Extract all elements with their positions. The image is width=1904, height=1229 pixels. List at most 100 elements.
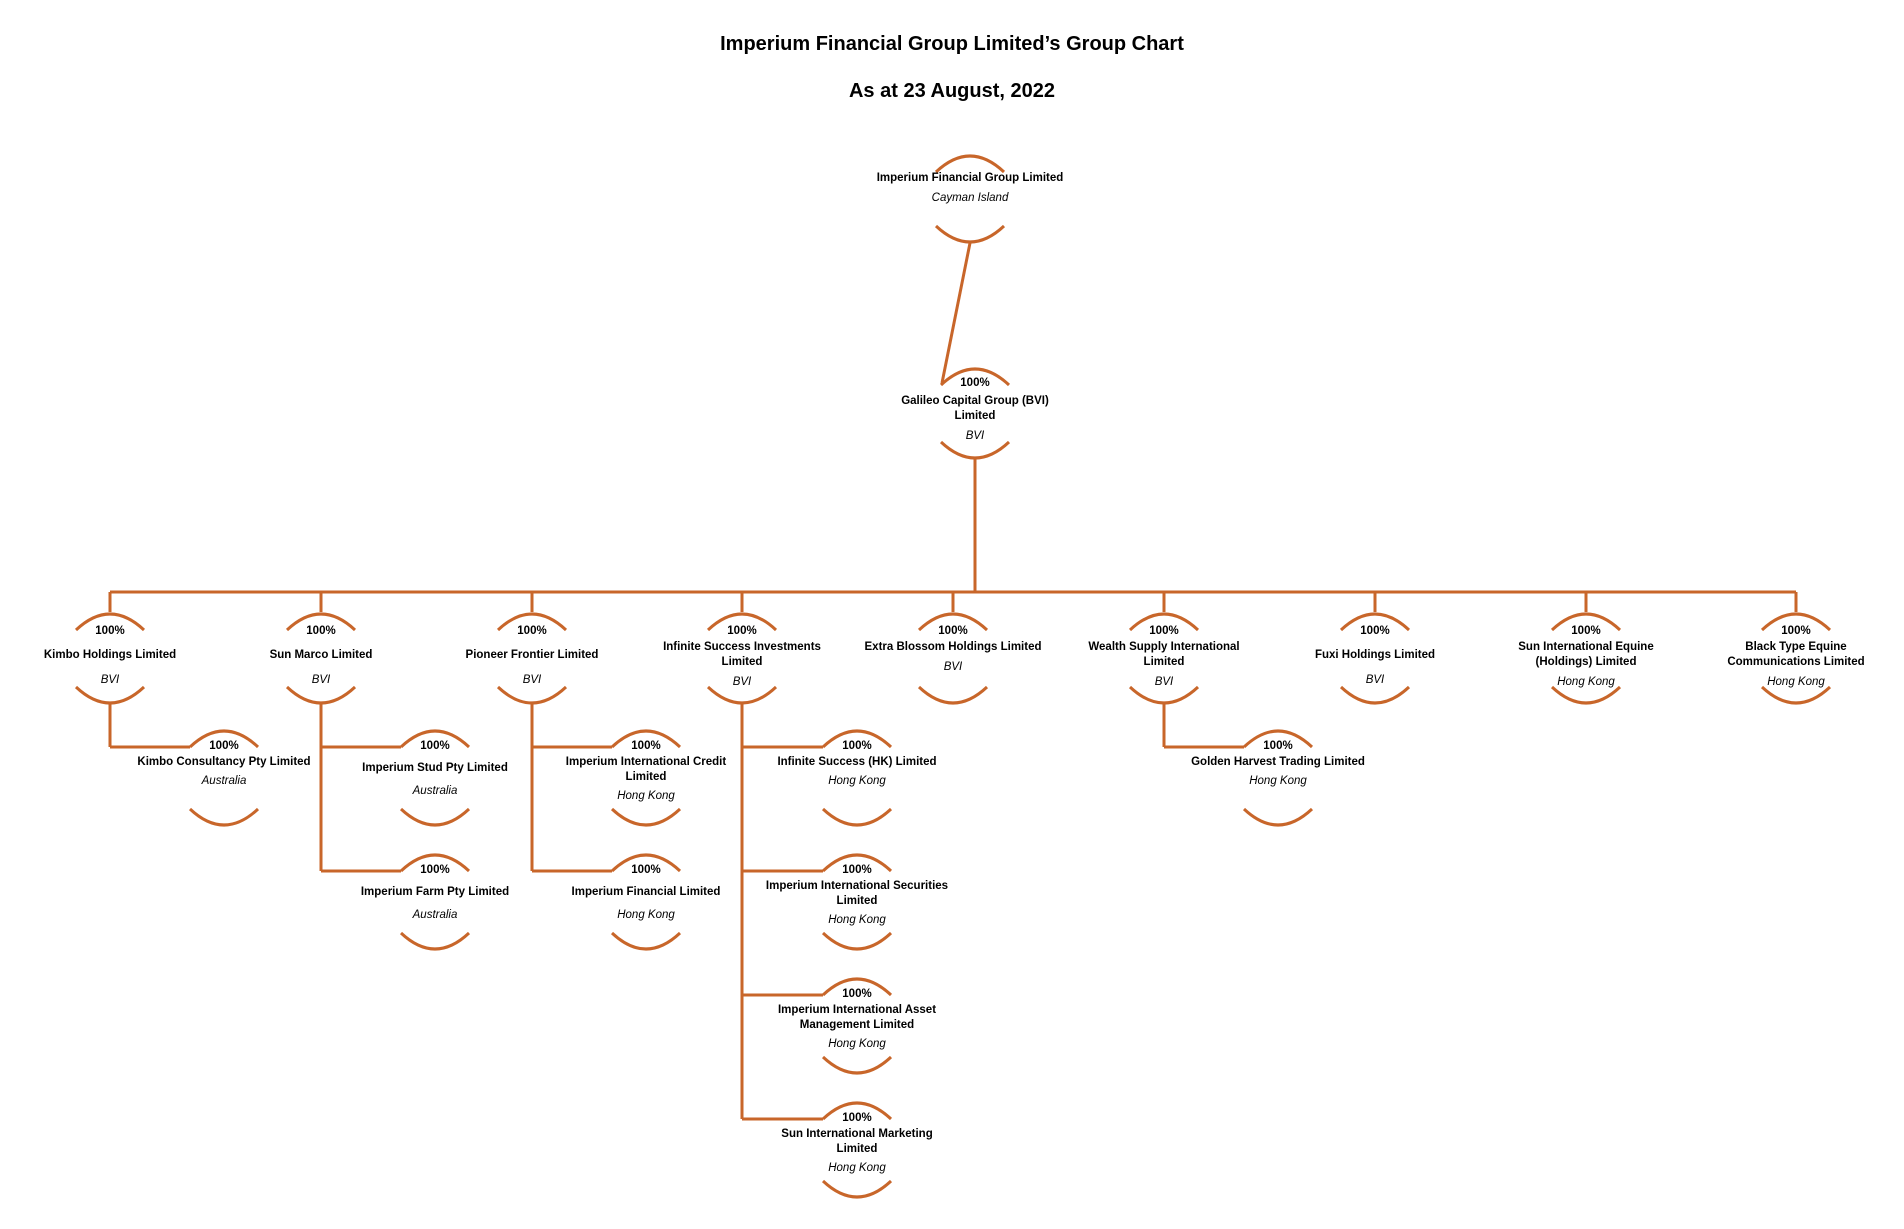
chart-title: Imperium Financial Group Limited’s Group… — [720, 33, 1184, 55]
ownership-percent: 100% — [842, 864, 872, 876]
node-top-arc — [1760, 612, 1832, 632]
ownership-percent: 100% — [842, 988, 872, 1000]
node-bottom-arc — [917, 685, 989, 705]
entity-name: Kimbo Holdings Limited — [43, 649, 177, 661]
connector-root-holding — [940, 242, 972, 384]
node-bottom-arc — [821, 1055, 893, 1075]
entity-name: Imperium Farm Pty Limited — [360, 886, 510, 898]
entity-name: Black Type Equine Communications Limited — [1727, 641, 1865, 668]
node-bottom-arc — [285, 685, 357, 705]
entity-name: Imperium Financial Limited — [571, 886, 721, 898]
entity-jurisdiction: BVI — [1154, 676, 1174, 688]
entity-jurisdiction: Hong Kong — [1249, 775, 1307, 787]
ownership-percent: 100% — [631, 864, 661, 876]
ownership-percent: 100% — [420, 740, 450, 752]
node-bottom-arc — [610, 931, 682, 951]
entity-jurisdiction: Hong Kong — [1557, 676, 1615, 688]
node-top-arc — [1550, 612, 1622, 632]
node-bottom-arc — [821, 1179, 893, 1199]
entity-jurisdiction: BVI — [1365, 674, 1385, 686]
entity-jurisdiction: BVI — [732, 676, 752, 688]
node-bottom-arc — [821, 931, 893, 951]
entity-jurisdiction: Australia — [201, 775, 247, 787]
entity-jurisdiction: Hong Kong — [617, 790, 675, 802]
entity-jurisdiction: Australia — [412, 909, 458, 921]
node-bottom-arc — [939, 440, 1011, 460]
entity-name: Sun Marco Limited — [269, 649, 373, 661]
entity-jurisdiction: Australia — [412, 785, 458, 797]
entity-name: Kimbo Consultancy Pty Limited — [137, 756, 311, 768]
entity-name: Infinite Success Investments Limited — [663, 641, 821, 668]
node-bottom-arc — [1339, 685, 1411, 705]
entity-jurisdiction: Hong Kong — [828, 775, 886, 787]
node-bottom-arc — [188, 807, 260, 827]
node-top-arc — [74, 612, 146, 632]
node-top-arc — [821, 1101, 893, 1121]
node-top-arc — [610, 729, 682, 749]
entity-name: Golden Harvest Trading Limited — [1191, 756, 1365, 768]
child-subsidiary-node[interactable]: 100%Imperium International Securities Li… — [762, 863, 952, 927]
ownership-percent: 100% — [517, 625, 547, 637]
entity-name: Sun International Equine (Holdings) Limi… — [1518, 641, 1654, 668]
entity-jurisdiction: BVI — [522, 674, 542, 686]
entity-name: Sun International Marketing Limited — [781, 1128, 933, 1155]
ownership-percent: 100% — [306, 625, 336, 637]
entity-jurisdiction: BVI — [943, 661, 963, 673]
node-bottom-arc — [821, 807, 893, 827]
subsidiary-node[interactable]: 100% Sun International Equine (Holdings) … — [1491, 624, 1681, 689]
ownership-percent: 100% — [1571, 625, 1601, 637]
chart-subtitle: As at 23 August, 2022 — [848, 80, 1055, 102]
node-top-arc — [1242, 729, 1314, 749]
entity-jurisdiction: BVI — [100, 674, 120, 686]
entity-name: Imperium International Credit Limited — [565, 756, 727, 783]
subsidiary-node[interactable]: 100% Black Type Equine Communications Lim… — [1701, 624, 1891, 689]
node-top-arc — [939, 367, 1011, 387]
node-bottom-arc — [74, 685, 146, 705]
ownership-percent: 100% — [842, 740, 872, 752]
node-bottom-arc — [1760, 685, 1832, 705]
ownership-percent: 100% — [1263, 740, 1293, 752]
ownership-percent: 100% — [209, 740, 239, 752]
node-bottom-arc — [1550, 685, 1622, 705]
child-subsidiary-node[interactable]: 100% Imperium International Asset Managem… — [762, 987, 952, 1051]
ownership-percent: 100% — [631, 740, 661, 752]
entity-name: Imperium International Asset Management … — [777, 1004, 937, 1031]
node-bottom-arc — [496, 685, 568, 705]
entity-name: Infinite Success (HK) Limited — [777, 756, 937, 768]
entity-name: Imperium Financial Group Limited — [876, 172, 1064, 184]
ownership-percent: 100% — [727, 625, 757, 637]
entity-jurisdiction: BVI — [311, 674, 331, 686]
ownership-percent: 100% — [95, 625, 125, 637]
node-top-arc — [496, 612, 568, 632]
subsidiary-node[interactable]: 100% Infinite Success Investments Limited… — [647, 624, 837, 689]
node-bottom-arc — [1242, 807, 1314, 827]
node-top-arc — [1339, 612, 1411, 632]
entity-jurisdiction: BVI — [965, 430, 985, 442]
ownership-percent: 100% — [938, 625, 968, 637]
node-top-arc — [188, 729, 260, 749]
node-top-arc — [821, 729, 893, 749]
entity-name: Wealth Supply International Limited — [1088, 641, 1240, 668]
ownership-percent: 100% — [960, 377, 990, 389]
ownership-percent: 100% — [1781, 625, 1811, 637]
node-top-arc — [934, 154, 1006, 174]
child-subsidiary-node[interactable]: 100% Imperium International Credit Limite… — [551, 739, 741, 803]
node-top-arc — [821, 853, 893, 873]
ownership-percent: 100% — [1149, 625, 1179, 637]
